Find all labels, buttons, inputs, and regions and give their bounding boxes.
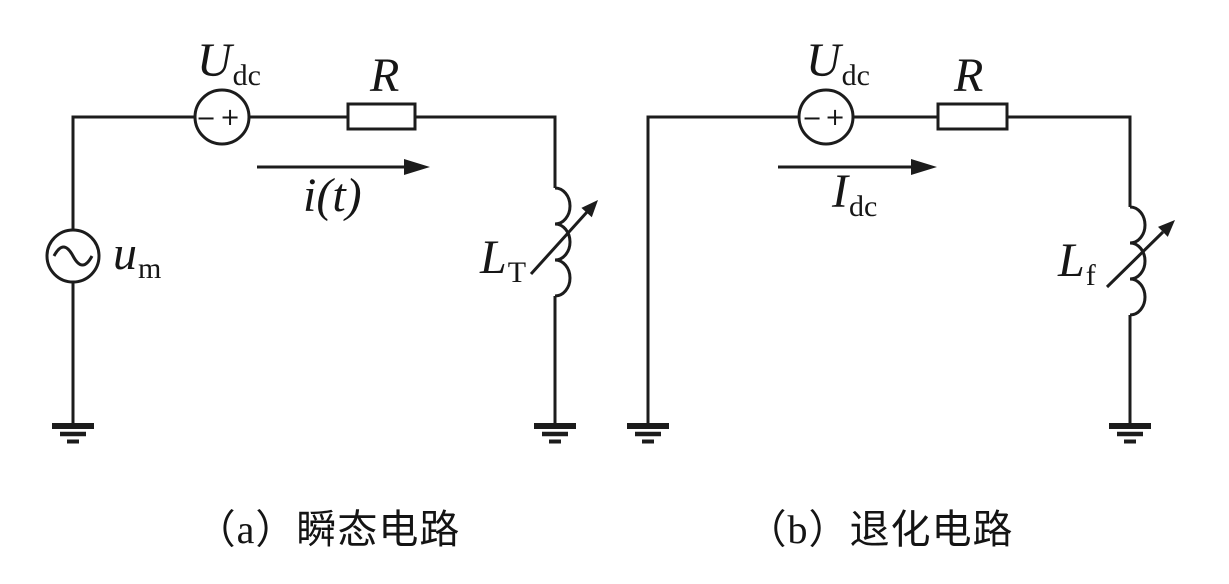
ac-source-label-a: um [113, 227, 161, 284]
label-sub: dc [848, 190, 878, 223]
variable-arrow [529, 200, 598, 276]
inductor-symbol [554, 186, 572, 298]
label-sub: dc [232, 59, 261, 92]
label-main: U [197, 34, 232, 87]
wire-segment [646, 115, 799, 424]
circuit-a-drawing [45, 88, 598, 444]
arrowhead-icon [1158, 220, 1175, 237]
dc-source-minus-b: − [802, 104, 823, 132]
dc-source-label-a: Udc [197, 34, 261, 91]
caption-circuit-b: （b）退化电路 [746, 507, 1014, 552]
arrowhead-icon [581, 200, 598, 218]
wire-segment [1007, 115, 1132, 207]
resistor-symbol [936, 102, 1009, 131]
label-sub: f [1085, 259, 1096, 292]
label-sub: dc [841, 59, 870, 92]
dc-source-plus-a: + [220, 103, 241, 131]
arrow-shaft [1105, 230, 1165, 289]
label-sub: m [138, 252, 162, 285]
ground-symbol [627, 423, 669, 444]
resistor-label-b: R [954, 49, 984, 102]
label-main: L [480, 231, 507, 284]
inductor-label-a: LT [480, 231, 526, 288]
current-arrow [778, 159, 937, 175]
ground-symbol [52, 423, 94, 444]
resistor-label-a: R [370, 49, 400, 102]
label-sub: T [507, 256, 527, 289]
resistor-symbol [346, 102, 417, 131]
dc-source-minus-a: − [196, 104, 217, 132]
wire-segment [71, 115, 195, 230]
wire-segment [415, 115, 557, 188]
variable-arrow [1105, 220, 1175, 289]
ground-symbol [1109, 423, 1151, 444]
arrow-shaft [529, 210, 589, 276]
inductor-symbol [1129, 205, 1147, 317]
dc-source-plus-b: + [825, 103, 846, 131]
dc-source-label-b: Udc [806, 34, 870, 91]
arrowhead-icon [911, 159, 937, 175]
label-main: u [113, 227, 137, 280]
label-main: U [806, 34, 841, 87]
current-label-a: i(t) [303, 169, 362, 222]
label-main: L [1058, 234, 1085, 287]
current-arrow [257, 159, 430, 175]
inductor-label-b: Lf [1058, 234, 1096, 291]
ground-symbol [534, 423, 576, 444]
arrowhead-icon [404, 159, 430, 175]
current-label-b: Idc [832, 165, 877, 222]
label-main: I [832, 165, 848, 218]
caption-circuit-a: （a）瞬态电路 [195, 507, 461, 552]
sine-wave-icon [52, 245, 94, 267]
circuit-b-drawing [627, 88, 1175, 444]
